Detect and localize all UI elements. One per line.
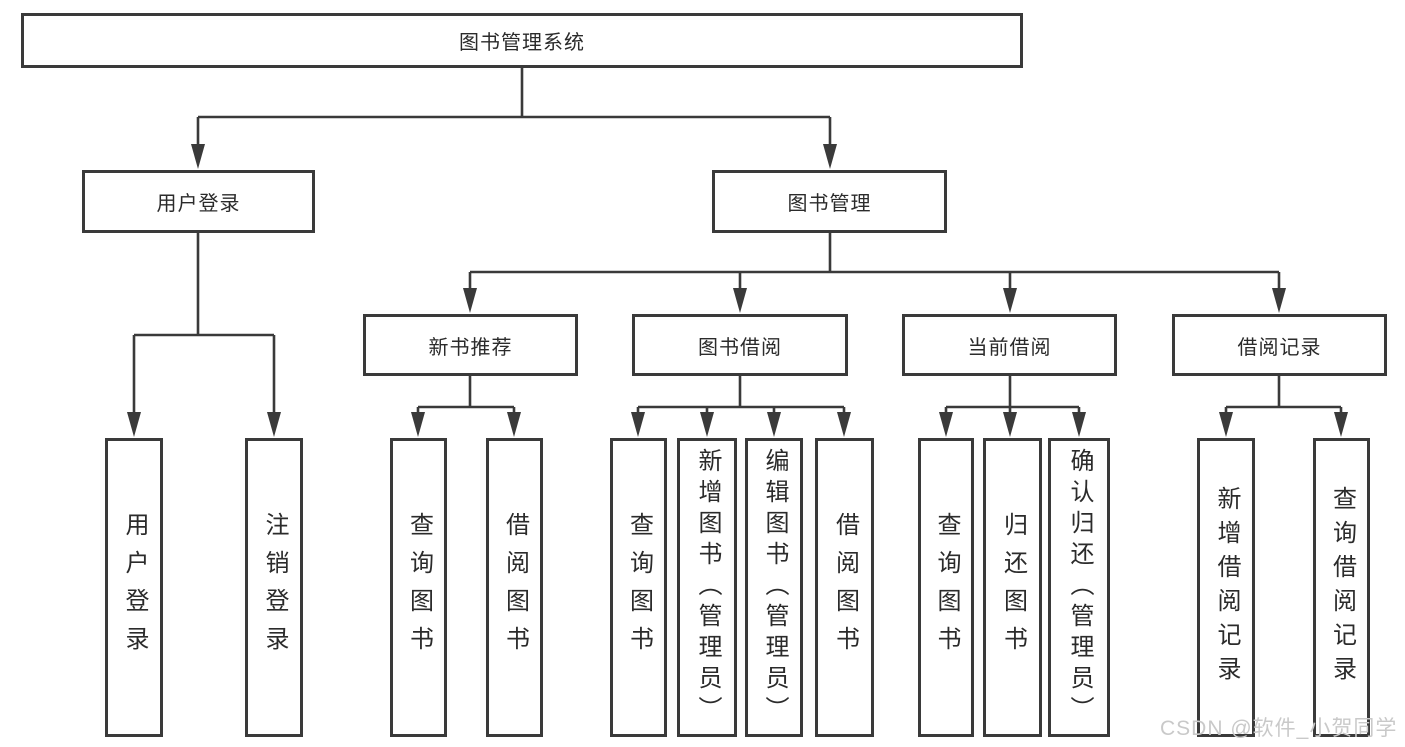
leaf-label: 编辑图书（管理员） xyxy=(761,448,788,727)
leaf-cb-confirm-return-admin: 确认归还（管理员） xyxy=(1048,438,1110,737)
node-label: 用户登录 xyxy=(156,193,241,215)
node-user-login: 用户登录 xyxy=(82,170,315,233)
leaf-label: 用户登录 xyxy=(121,511,148,664)
leaf-cb-return-books: 归还图书 xyxy=(983,438,1042,737)
leaf-user-login: 用户登录 xyxy=(105,438,163,737)
leaf-label: 新增借阅记录 xyxy=(1213,485,1240,690)
node-label: 图书管理系统 xyxy=(459,32,585,54)
leaf-br-query-record: 查询借阅记录 xyxy=(1313,438,1370,737)
node-label: 图书借阅 xyxy=(698,336,782,359)
leaf-label: 归还图书 xyxy=(999,511,1027,664)
leaf-logout: 注销登录 xyxy=(245,438,303,737)
node-library-management-system: 图书管理系统 xyxy=(21,13,1023,68)
leaf-label: 查询图书 xyxy=(405,511,433,664)
leaf-label: 借阅图书 xyxy=(501,511,529,664)
node-label: 当前借阅 xyxy=(967,336,1052,359)
node-book-borrowing: 图书借阅 xyxy=(632,314,848,376)
node-current-borrowing: 当前借阅 xyxy=(902,314,1117,376)
leaf-label: 确认归还（管理员） xyxy=(1066,448,1093,727)
leaf-label: 查询图书 xyxy=(625,511,653,664)
watermark: CSDN @软件_小贺同学 xyxy=(1160,717,1398,740)
leaf-label: 借阅图书 xyxy=(831,511,859,664)
leaf-bb-borrow-books: 借阅图书 xyxy=(815,438,874,737)
leaf-cb-query-books: 查询图书 xyxy=(918,438,974,737)
leaf-br-add-record: 新增借阅记录 xyxy=(1197,438,1255,737)
node-borrowing-records: 借阅记录 xyxy=(1172,314,1387,376)
node-book-management: 图书管理 xyxy=(712,170,947,233)
node-label: 借阅记录 xyxy=(1237,336,1322,359)
leaf-nbr-query-books: 查询图书 xyxy=(390,438,447,737)
node-label: 新书推荐 xyxy=(428,336,513,359)
leaf-nbr-borrow-books: 借阅图书 xyxy=(486,438,543,737)
leaf-bb-add-books-admin: 新增图书（管理员） xyxy=(677,438,737,737)
leaf-label: 新增图书（管理员） xyxy=(694,448,721,727)
leaf-bb-query-books: 查询图书 xyxy=(610,438,667,737)
leaf-label: 注销登录 xyxy=(261,511,288,664)
leaf-label: 查询借阅记录 xyxy=(1328,485,1356,690)
leaf-bb-edit-books-admin: 编辑图书（管理员） xyxy=(745,438,803,737)
node-label: 图书管理 xyxy=(787,193,872,215)
leaf-label: 查询图书 xyxy=(933,511,960,664)
node-new-book-recommendation: 新书推荐 xyxy=(363,314,578,376)
